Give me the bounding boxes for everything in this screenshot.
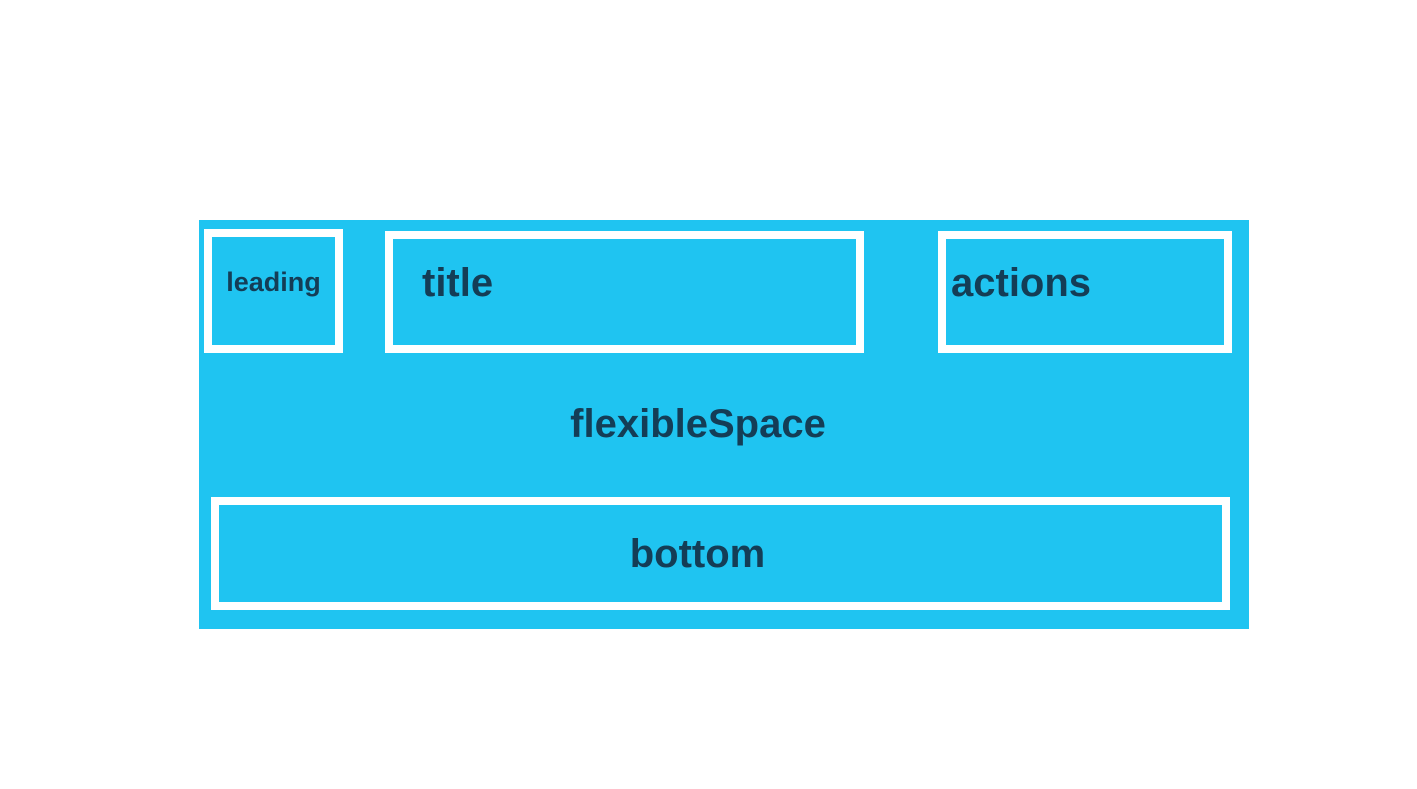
bottom-slot-label: bottom	[629, 532, 766, 576]
appbar-container: leading title actions flexibleSpace bott…	[199, 220, 1249, 629]
leading-slot-label: leading	[226, 266, 321, 297]
title-slot-label: title	[422, 260, 494, 305]
flexible-space-label: flexibleSpace	[570, 402, 826, 446]
flexible-space-area: flexibleSpace	[199, 404, 1249, 444]
leading-slot-box: leading	[204, 229, 343, 353]
actions-slot-label: actions	[951, 260, 1092, 305]
bottom-slot-box: bottom	[211, 497, 1230, 610]
actions-slot-box: actions	[938, 231, 1232, 353]
title-slot-box: title	[385, 231, 864, 353]
